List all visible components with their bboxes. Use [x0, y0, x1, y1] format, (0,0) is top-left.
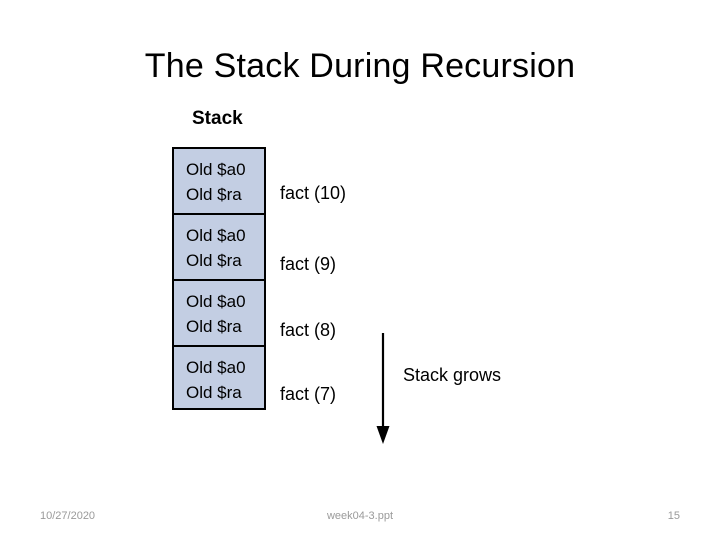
slide-footer: 10/27/2020 week04-3.ppt 15	[0, 508, 720, 528]
stack-frame-line-ra: Old $ra	[186, 185, 242, 204]
stack-frame: Old $a0 Old $ra	[174, 281, 264, 347]
stack-frame: Old $a0 Old $ra	[174, 347, 264, 408]
down-arrow-icon	[376, 333, 390, 444]
stack-frame-line-a0: Old $a0	[186, 292, 246, 311]
stack-frame-line-ra: Old $ra	[186, 383, 242, 402]
footer-page-number: 15	[667, 510, 680, 522]
stack-frame-caption: fact (9)	[280, 254, 337, 274]
stack-frame-line-a0: Old $a0	[186, 160, 246, 179]
stack-grows-label: Stack grows	[403, 365, 502, 385]
stack-frame-caption: fact (8)	[280, 320, 337, 340]
stack-frame-line-a0: Old $a0	[186, 226, 246, 245]
footer-filename: week04-3.ppt	[326, 510, 394, 522]
footer-date: 10/27/2020	[40, 510, 96, 522]
stack-frame-line-ra: Old $ra	[186, 251, 242, 270]
stack-frame-line-a0: Old $a0	[186, 358, 246, 377]
stack-column: Old $a0 Old $ra Old $a0 Old $ra Old $a0 …	[172, 147, 266, 410]
stack-frame-caption: fact (7)	[280, 384, 337, 404]
stack-frame-line-ra: Old $ra	[186, 317, 242, 336]
stack-frame-caption: fact (10)	[280, 183, 347, 203]
stack-frame: Old $a0 Old $ra	[174, 149, 264, 215]
stack-heading-label: Stack	[192, 108, 243, 129]
stack-frame: Old $a0 Old $ra	[174, 215, 264, 281]
page-title: The Stack During Recursion	[144, 47, 576, 85]
